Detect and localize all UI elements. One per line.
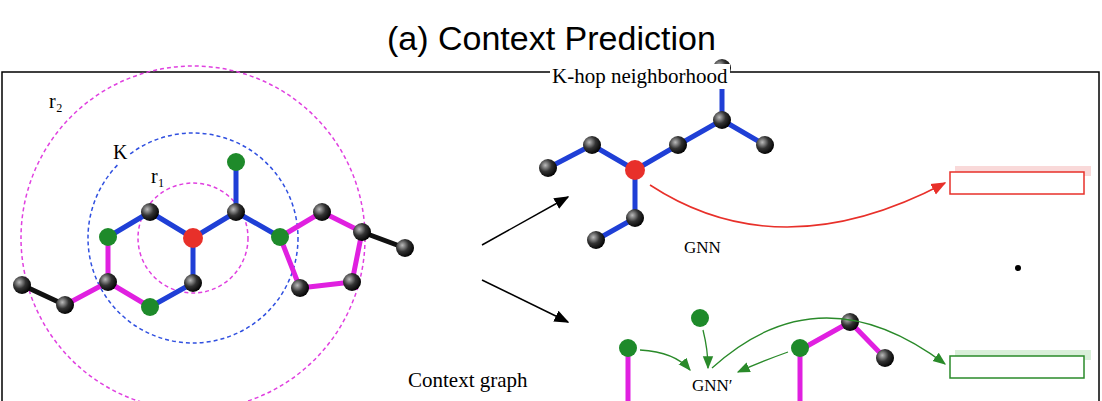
embedding-box bbox=[950, 172, 1084, 194]
context-atoms bbox=[619, 309, 894, 367]
section-label: K-hop neighborhood bbox=[550, 64, 730, 89]
radius-label: r₂ bbox=[47, 90, 65, 113]
khop-atoms bbox=[539, 59, 774, 249]
molecule-bonds bbox=[22, 162, 405, 307]
split-arrow bbox=[482, 280, 568, 322]
radius-label: K bbox=[111, 141, 129, 164]
dot-product bbox=[1015, 265, 1021, 271]
radius-r2 bbox=[21, 66, 365, 401]
section-label: Context graph bbox=[406, 368, 530, 393]
figure-title: (a) Context Prediction bbox=[387, 19, 716, 58]
gnn-arrow bbox=[650, 183, 945, 227]
radius-k bbox=[88, 133, 298, 343]
molecule-atoms bbox=[13, 153, 414, 316]
frame bbox=[2, 72, 1099, 401]
khop-bonds bbox=[548, 68, 765, 240]
model-label: GNN bbox=[682, 238, 723, 258]
embedding-box bbox=[950, 356, 1084, 378]
context-arrows bbox=[640, 318, 945, 372]
model-label: GNN′ bbox=[690, 376, 735, 396]
radius-r1 bbox=[138, 183, 248, 293]
radius-label: r₁ bbox=[149, 165, 167, 188]
context-bonds bbox=[628, 322, 885, 401]
split-arrow bbox=[482, 197, 568, 245]
